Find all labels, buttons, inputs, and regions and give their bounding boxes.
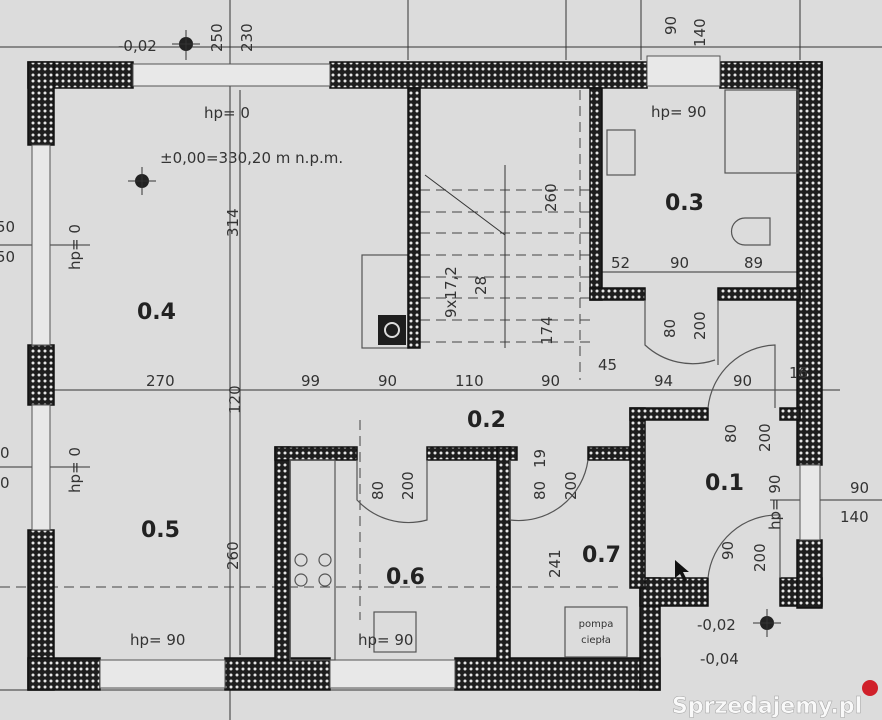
- svg-text:200: 200: [562, 471, 580, 500]
- svg-text:270: 270: [146, 372, 175, 390]
- svg-text:260: 260: [224, 541, 242, 570]
- svg-text:120: 120: [226, 385, 244, 414]
- svg-text:90: 90: [719, 541, 737, 560]
- svg-text:50: 50: [0, 248, 15, 266]
- washbasin-icon: [606, 129, 636, 176]
- svg-text:80: 80: [722, 424, 740, 443]
- level-markers: [128, 30, 781, 637]
- shower-icon: [724, 89, 799, 174]
- room-0-4: 0.4: [137, 300, 176, 325]
- svg-text:9x17,2: 9x17,2: [442, 266, 460, 318]
- svg-text:99: 99: [301, 372, 320, 390]
- heat-pump-box: [564, 606, 628, 658]
- svg-text:90: 90: [378, 372, 397, 390]
- svg-text:260: 260: [542, 183, 560, 212]
- svg-text:hp= 90: hp= 90: [766, 475, 784, 530]
- svg-text:50: 50: [0, 218, 15, 236]
- room-labels: 0.1 0.2 0.3 0.4 0.5 0.6 0.7: [137, 191, 744, 590]
- toilet-icon: [730, 217, 771, 246]
- svg-text:90: 90: [850, 479, 869, 497]
- room-0-5: 0.5: [141, 518, 180, 543]
- svg-text:241: 241: [546, 549, 564, 578]
- svg-text:80: 80: [531, 481, 549, 500]
- svg-text:80: 80: [661, 319, 679, 338]
- svg-text:90: 90: [662, 16, 680, 35]
- svg-text:Sprzedajemy.pl: Sprzedajemy.pl: [672, 694, 862, 719]
- room-0-6: 0.6: [386, 565, 425, 590]
- svg-text:0: 0: [0, 444, 10, 462]
- mouse-cursor-icon: [675, 560, 689, 582]
- svg-text:200: 200: [399, 471, 417, 500]
- svg-text:140: 140: [691, 18, 709, 47]
- chimney-icon: [378, 315, 406, 345]
- svg-text:230: 230: [238, 23, 256, 52]
- svg-text:hp= 90: hp= 90: [130, 631, 185, 649]
- hob-icon: [294, 553, 308, 567]
- doors: [356, 300, 781, 579]
- svg-text:90: 90: [670, 254, 689, 272]
- level-marker-icon: [753, 609, 781, 637]
- room-0-7: 0.7: [582, 543, 621, 568]
- svg-text:0: 0: [0, 474, 10, 492]
- kitchen-counter: [289, 459, 336, 661]
- dimension-labels: 250 230 90 140 314 260 9x17,2 28 174 52 …: [0, 16, 869, 578]
- walls: [27, 61, 823, 691]
- elevation-entrance: -0,02: [697, 616, 736, 634]
- svg-text:16: 16: [789, 364, 808, 382]
- svg-text:hp= 90: hp= 90: [358, 631, 413, 649]
- svg-text:hp= 90: hp= 90: [651, 103, 706, 121]
- svg-text:314: 314: [224, 208, 242, 237]
- elevation-labels: -0,02 ±0,00=330,20 m n.p.m. -0,02 -0,04: [118, 37, 739, 668]
- level-marker-icon: [172, 30, 200, 60]
- svg-text:45: 45: [598, 356, 617, 374]
- room-0-1: 0.1: [705, 471, 744, 496]
- svg-text:80: 80: [369, 481, 387, 500]
- svg-text:200: 200: [756, 423, 774, 452]
- elevation-bottom-right: -0,04: [700, 650, 739, 668]
- svg-text:110: 110: [455, 372, 484, 390]
- svg-text:19: 19: [531, 449, 549, 468]
- elevation-datum: ±0,00=330,20 m n.p.m.: [160, 149, 343, 167]
- fixtures: pompa ciepła: [289, 89, 799, 661]
- sink-icon: [373, 611, 417, 653]
- svg-text:89: 89: [744, 254, 763, 272]
- svg-text:hp= 0: hp= 0: [66, 447, 84, 493]
- svg-text:140: 140: [840, 508, 869, 526]
- sill-height-labels: hp= 0 hp= 90 hp= 90 hp= 90 hp= 0 hp= 0 h…: [66, 103, 784, 649]
- svg-text:90: 90: [541, 372, 560, 390]
- svg-text:28: 28: [472, 276, 490, 295]
- heat-pump-label-2: ciepła: [581, 635, 611, 646]
- level-marker-icon: [128, 167, 156, 195]
- svg-text:90: 90: [733, 372, 752, 390]
- svg-text:hp= 0: hp= 0: [66, 224, 84, 270]
- watermark-logo: Sprzedajemy.pl: [672, 680, 878, 719]
- elevation-top-left: -0,02: [118, 37, 157, 55]
- svg-text:200: 200: [691, 311, 709, 340]
- svg-text:200: 200: [751, 543, 769, 572]
- svg-text:52: 52: [611, 254, 630, 272]
- svg-text:hp= 0: hp= 0: [204, 104, 250, 122]
- heat-pump-label-1: pompa: [579, 619, 614, 630]
- room-0-2: 0.2: [467, 408, 506, 433]
- room-0-3: 0.3: [665, 191, 704, 216]
- svg-text:250: 250: [208, 23, 226, 52]
- windows: [31, 55, 821, 689]
- svg-text:94: 94: [654, 372, 673, 390]
- svg-text:174: 174: [538, 316, 556, 345]
